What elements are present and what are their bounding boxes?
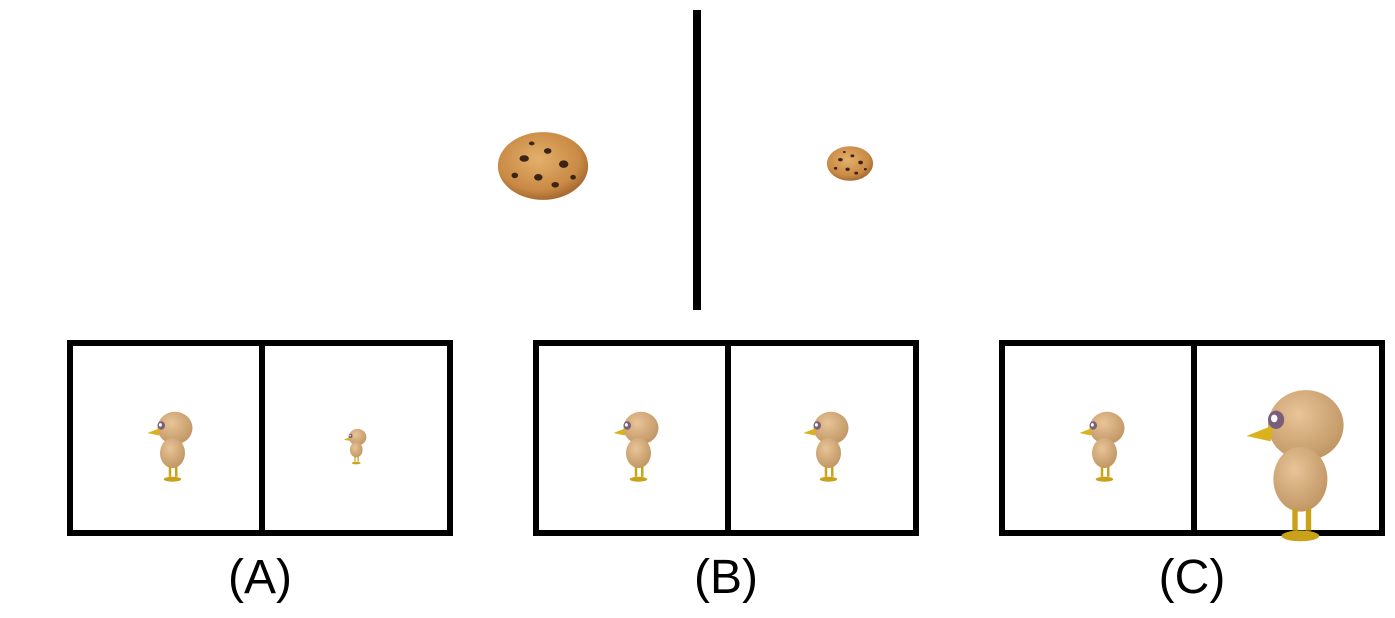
option-panel-b[interactable]: [533, 340, 919, 536]
bird-icon: [1077, 408, 1127, 483]
option-panel-a[interactable]: [67, 340, 453, 536]
reference-divider: [693, 10, 701, 310]
option-label-b: (B): [694, 551, 758, 604]
bird-icon: [145, 408, 195, 483]
panel-divider: [725, 346, 731, 530]
option-label-c: (C): [1158, 551, 1226, 604]
cookie-icon: [496, 130, 590, 202]
cookie-icon: [826, 145, 874, 182]
panel-divider: [259, 346, 265, 530]
bird-icon: [1241, 382, 1349, 544]
bird-icon: [342, 427, 368, 465]
panel-divider: [1191, 346, 1197, 530]
option-label-a: (A): [228, 551, 292, 604]
bird-icon: [611, 408, 661, 483]
option-panel-c[interactable]: [999, 340, 1385, 536]
bird-icon: [801, 408, 851, 483]
